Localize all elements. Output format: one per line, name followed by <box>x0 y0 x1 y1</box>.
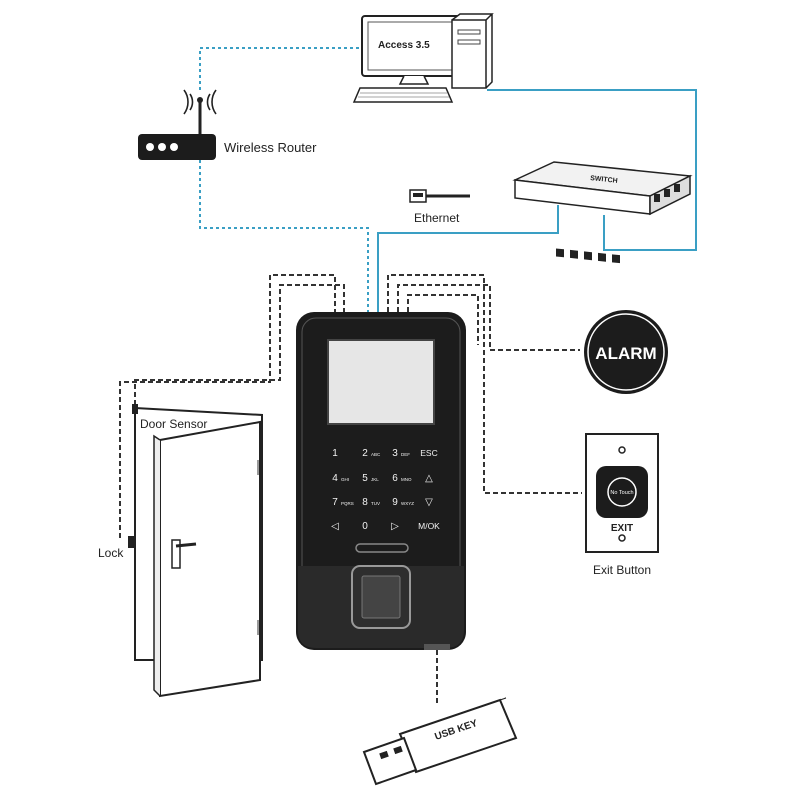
usb-port <box>424 644 450 650</box>
wireless-router: Wireless Router <box>138 89 317 160</box>
alarm-outer <box>584 310 668 394</box>
keypad-key[interactable]: 1 <box>332 448 338 459</box>
keypad-key[interactable]: △ <box>425 473 433 484</box>
keypad-key[interactable]: ▷ <box>391 521 399 532</box>
exit-wire <box>387 274 582 494</box>
alarm-wire-a <box>397 284 580 351</box>
network-connections <box>199 47 697 312</box>
keypad-key[interactable]: 0 <box>362 521 368 532</box>
keyboard-keys <box>358 92 449 98</box>
keypad-key-letters: DEF <box>401 452 410 457</box>
alarm: ALARM <box>584 310 668 394</box>
ethernet-label: Ethernet <box>414 211 460 225</box>
antenna-tip <box>197 97 203 103</box>
exit-sensor <box>596 466 648 518</box>
usb-key: USB KEY <box>362 650 518 786</box>
alarm-inner <box>587 313 665 391</box>
exit-button-label: Exit Button <box>593 563 651 577</box>
door-sensor-label: Door Sensor <box>140 417 207 431</box>
wired-connections <box>119 274 582 538</box>
usb-body <box>398 698 518 774</box>
keypad-key[interactable]: 5 <box>362 473 368 484</box>
door-edge <box>153 434 161 697</box>
monitor-stand <box>398 75 430 85</box>
keypad-key[interactable]: M/OK <box>418 521 440 531</box>
keypad-key[interactable]: 7 <box>332 497 338 508</box>
keypad-key[interactable]: 6 <box>392 473 398 484</box>
router-label: Wireless Router <box>224 140 317 155</box>
switch-label: SWITCH <box>590 175 618 185</box>
keypad-key-letters: MNO <box>401 477 412 482</box>
router-led-2 <box>158 143 166 151</box>
fingerprint-window <box>361 575 401 619</box>
alarm-label: ALARM <box>595 344 656 363</box>
exit-screw-bottom <box>618 534 626 542</box>
keypad-key[interactable]: ESC <box>420 448 437 458</box>
door: Door Sensor Lock <box>98 404 263 698</box>
keypad-key[interactable]: 8 <box>362 497 368 508</box>
no-touch-circle <box>607 477 637 507</box>
usb-connector <box>362 736 418 786</box>
terminal-screen <box>327 339 435 425</box>
network-switch: SWITCH <box>512 161 693 264</box>
router-device-link <box>199 160 369 312</box>
computer-screen-text: Access 3.5 <box>378 40 430 51</box>
keypad-key-letters: PQRS <box>341 501 354 506</box>
lock-label: Lock <box>98 546 124 560</box>
door-handle <box>171 539 181 569</box>
computer: Access 3.5 <box>352 13 494 103</box>
computer-switch-link <box>487 89 697 251</box>
tower-drive-2 <box>457 39 481 45</box>
indicator-bar <box>355 543 409 553</box>
keypad-key-letters: TUV <box>371 501 380 506</box>
computer-router-link <box>199 47 365 92</box>
keypad-key[interactable]: 2 <box>362 448 368 459</box>
exit-plate-text: EXIT <box>611 523 633 534</box>
keypad-key[interactable]: ◁ <box>331 521 339 532</box>
lock-block <box>128 536 134 548</box>
keypad-key-letters: JKL <box>371 477 379 482</box>
keypad-key-letters: ABC <box>371 452 381 457</box>
keypad-key-letters: GHI <box>341 477 349 482</box>
switch-ports <box>556 248 620 264</box>
lock-wire <box>119 274 336 538</box>
keypad-key[interactable]: 3 <box>392 448 398 459</box>
usb-body-top <box>399 697 507 735</box>
keypad-key[interactable]: ▽ <box>425 497 433 508</box>
ethernet-connector: Ethernet <box>409 189 470 225</box>
keypad-key[interactable]: 9 <box>392 497 398 508</box>
exit-button: No Touch EXIT Exit Button <box>585 433 659 577</box>
wifi-signal-icon <box>183 89 217 115</box>
alarm-wire-b <box>407 294 479 345</box>
router-led-1 <box>146 143 154 151</box>
door-sensor-wire <box>134 284 345 405</box>
switch-device-link <box>377 205 559 312</box>
switch-ports-right <box>654 184 680 202</box>
exit-screw-top <box>618 446 626 454</box>
tower-drive <box>457 29 481 35</box>
router-led-3 <box>170 143 178 151</box>
keyboard <box>352 87 454 103</box>
door-lever <box>175 542 197 548</box>
door-sensor-block <box>132 404 138 414</box>
computer-tower <box>451 13 494 89</box>
exit-center-text: No Touch <box>610 490 633 496</box>
keypad-key-letters: WXYZ <box>401 501 414 506</box>
keypad-key[interactable]: 4 <box>332 473 338 484</box>
